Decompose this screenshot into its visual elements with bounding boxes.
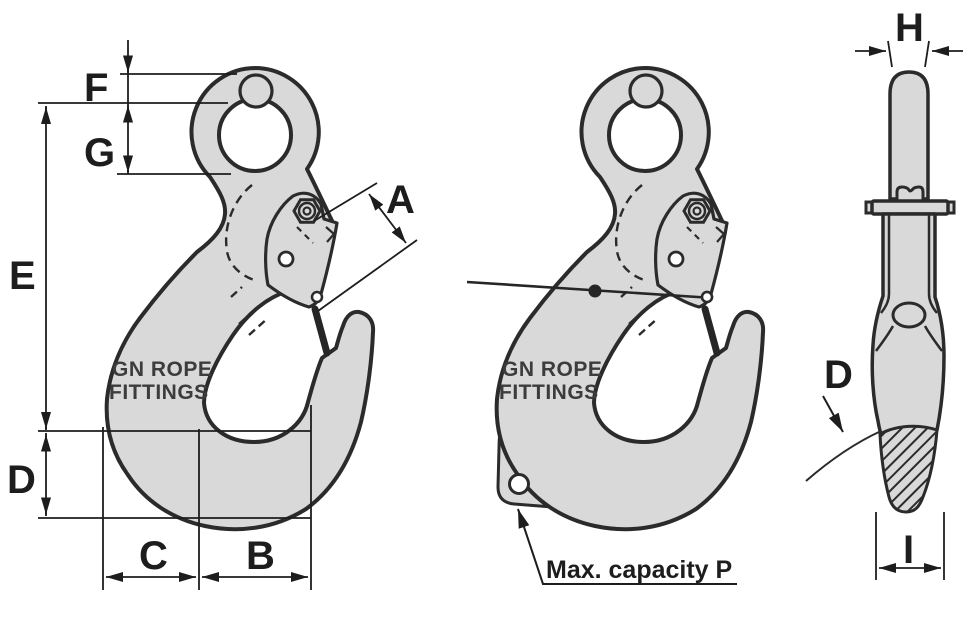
hook-front-middle: GN ROPE FITTINGS bbox=[466, 68, 763, 529]
brand-text-line2-middle: FITTINGS bbox=[499, 381, 599, 404]
brand-text-line1-left: GN ROPE bbox=[112, 358, 212, 381]
dim-label-i: I bbox=[903, 528, 914, 572]
hook-front-left: GN ROPE FITTINGS bbox=[107, 68, 373, 529]
dim-label-b: B bbox=[246, 534, 275, 578]
side-latch-tip bbox=[891, 301, 927, 329]
dim-label-h: H bbox=[895, 6, 924, 50]
latch-pivot-band bbox=[870, 199, 950, 216]
dim-label-f: F bbox=[84, 66, 108, 110]
latch-pin-notch bbox=[895, 185, 925, 203]
brand-text-line1-middle: GN ROPE bbox=[502, 358, 602, 381]
brand-text-line2-left: FITTINGS bbox=[109, 381, 209, 404]
dim-label-d-side: D bbox=[824, 353, 853, 397]
dim-label-a: A bbox=[386, 178, 415, 222]
section-plane-curve bbox=[805, 430, 882, 482]
load-line bbox=[466, 280, 714, 304]
dim-label-d-front: D bbox=[7, 458, 36, 502]
dim-label-g: G bbox=[84, 131, 115, 175]
dim-label-e: E bbox=[9, 254, 36, 298]
max-capacity-label: Max. capacity P bbox=[546, 556, 732, 584]
max-capacity-leader bbox=[517, 508, 737, 585]
capacity-tab-hole bbox=[508, 473, 530, 495]
side-eye-shank bbox=[888, 70, 930, 201]
dim-label-c: C bbox=[139, 534, 168, 578]
dimension-labels: F G E D C B A H D I Max. capacity P bbox=[7, 6, 924, 584]
dimension-lines bbox=[38, 40, 963, 590]
hook-side-view bbox=[805, 70, 956, 514]
